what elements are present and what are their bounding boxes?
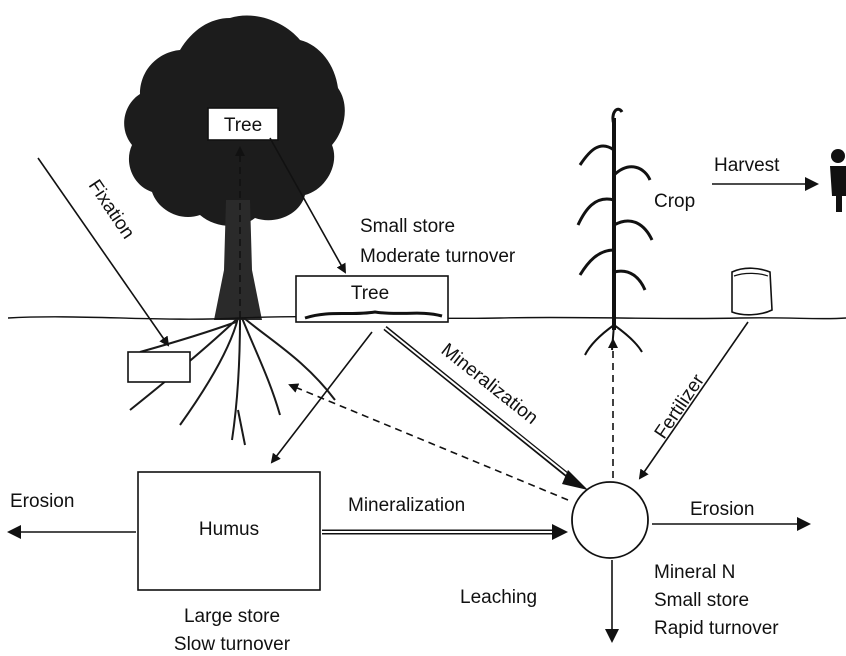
mineralization-horizontal-label: Mineralization bbox=[348, 495, 465, 516]
moderate-turnover-label: Moderate turnover bbox=[360, 246, 516, 267]
mineralization-horizontal-head bbox=[552, 524, 568, 540]
humus-label: Humus bbox=[199, 519, 259, 540]
fertilizer-label: Fertilizer bbox=[651, 370, 710, 443]
mineral-n-label: Mineral N bbox=[654, 562, 735, 583]
erosion-left-label: Erosion bbox=[10, 491, 74, 512]
small-store-label: Small store bbox=[360, 216, 455, 237]
mineral-n-pool-circle bbox=[572, 482, 648, 558]
fertilizer-bag-icon bbox=[732, 268, 772, 315]
slow-turnover-label: Slow turnover bbox=[174, 634, 291, 655]
harvest-label: Harvest bbox=[714, 155, 780, 176]
fixation-label: Fixation bbox=[84, 176, 139, 243]
leaching-label: Leaching bbox=[460, 587, 537, 608]
fixation-nodule-box bbox=[128, 352, 190, 382]
person-icon bbox=[830, 149, 846, 212]
mineral-small-store-label: Small store bbox=[654, 590, 749, 611]
erosion-right-label: Erosion bbox=[690, 499, 754, 520]
root-tip bbox=[238, 410, 245, 445]
large-store-label: Large store bbox=[184, 606, 280, 627]
tree-top-label: Tree bbox=[224, 115, 262, 136]
crop-label: Crop bbox=[654, 191, 695, 212]
tree-litter-label: Tree bbox=[351, 283, 389, 304]
rapid-turnover-label: Rapid turnover bbox=[654, 618, 779, 639]
